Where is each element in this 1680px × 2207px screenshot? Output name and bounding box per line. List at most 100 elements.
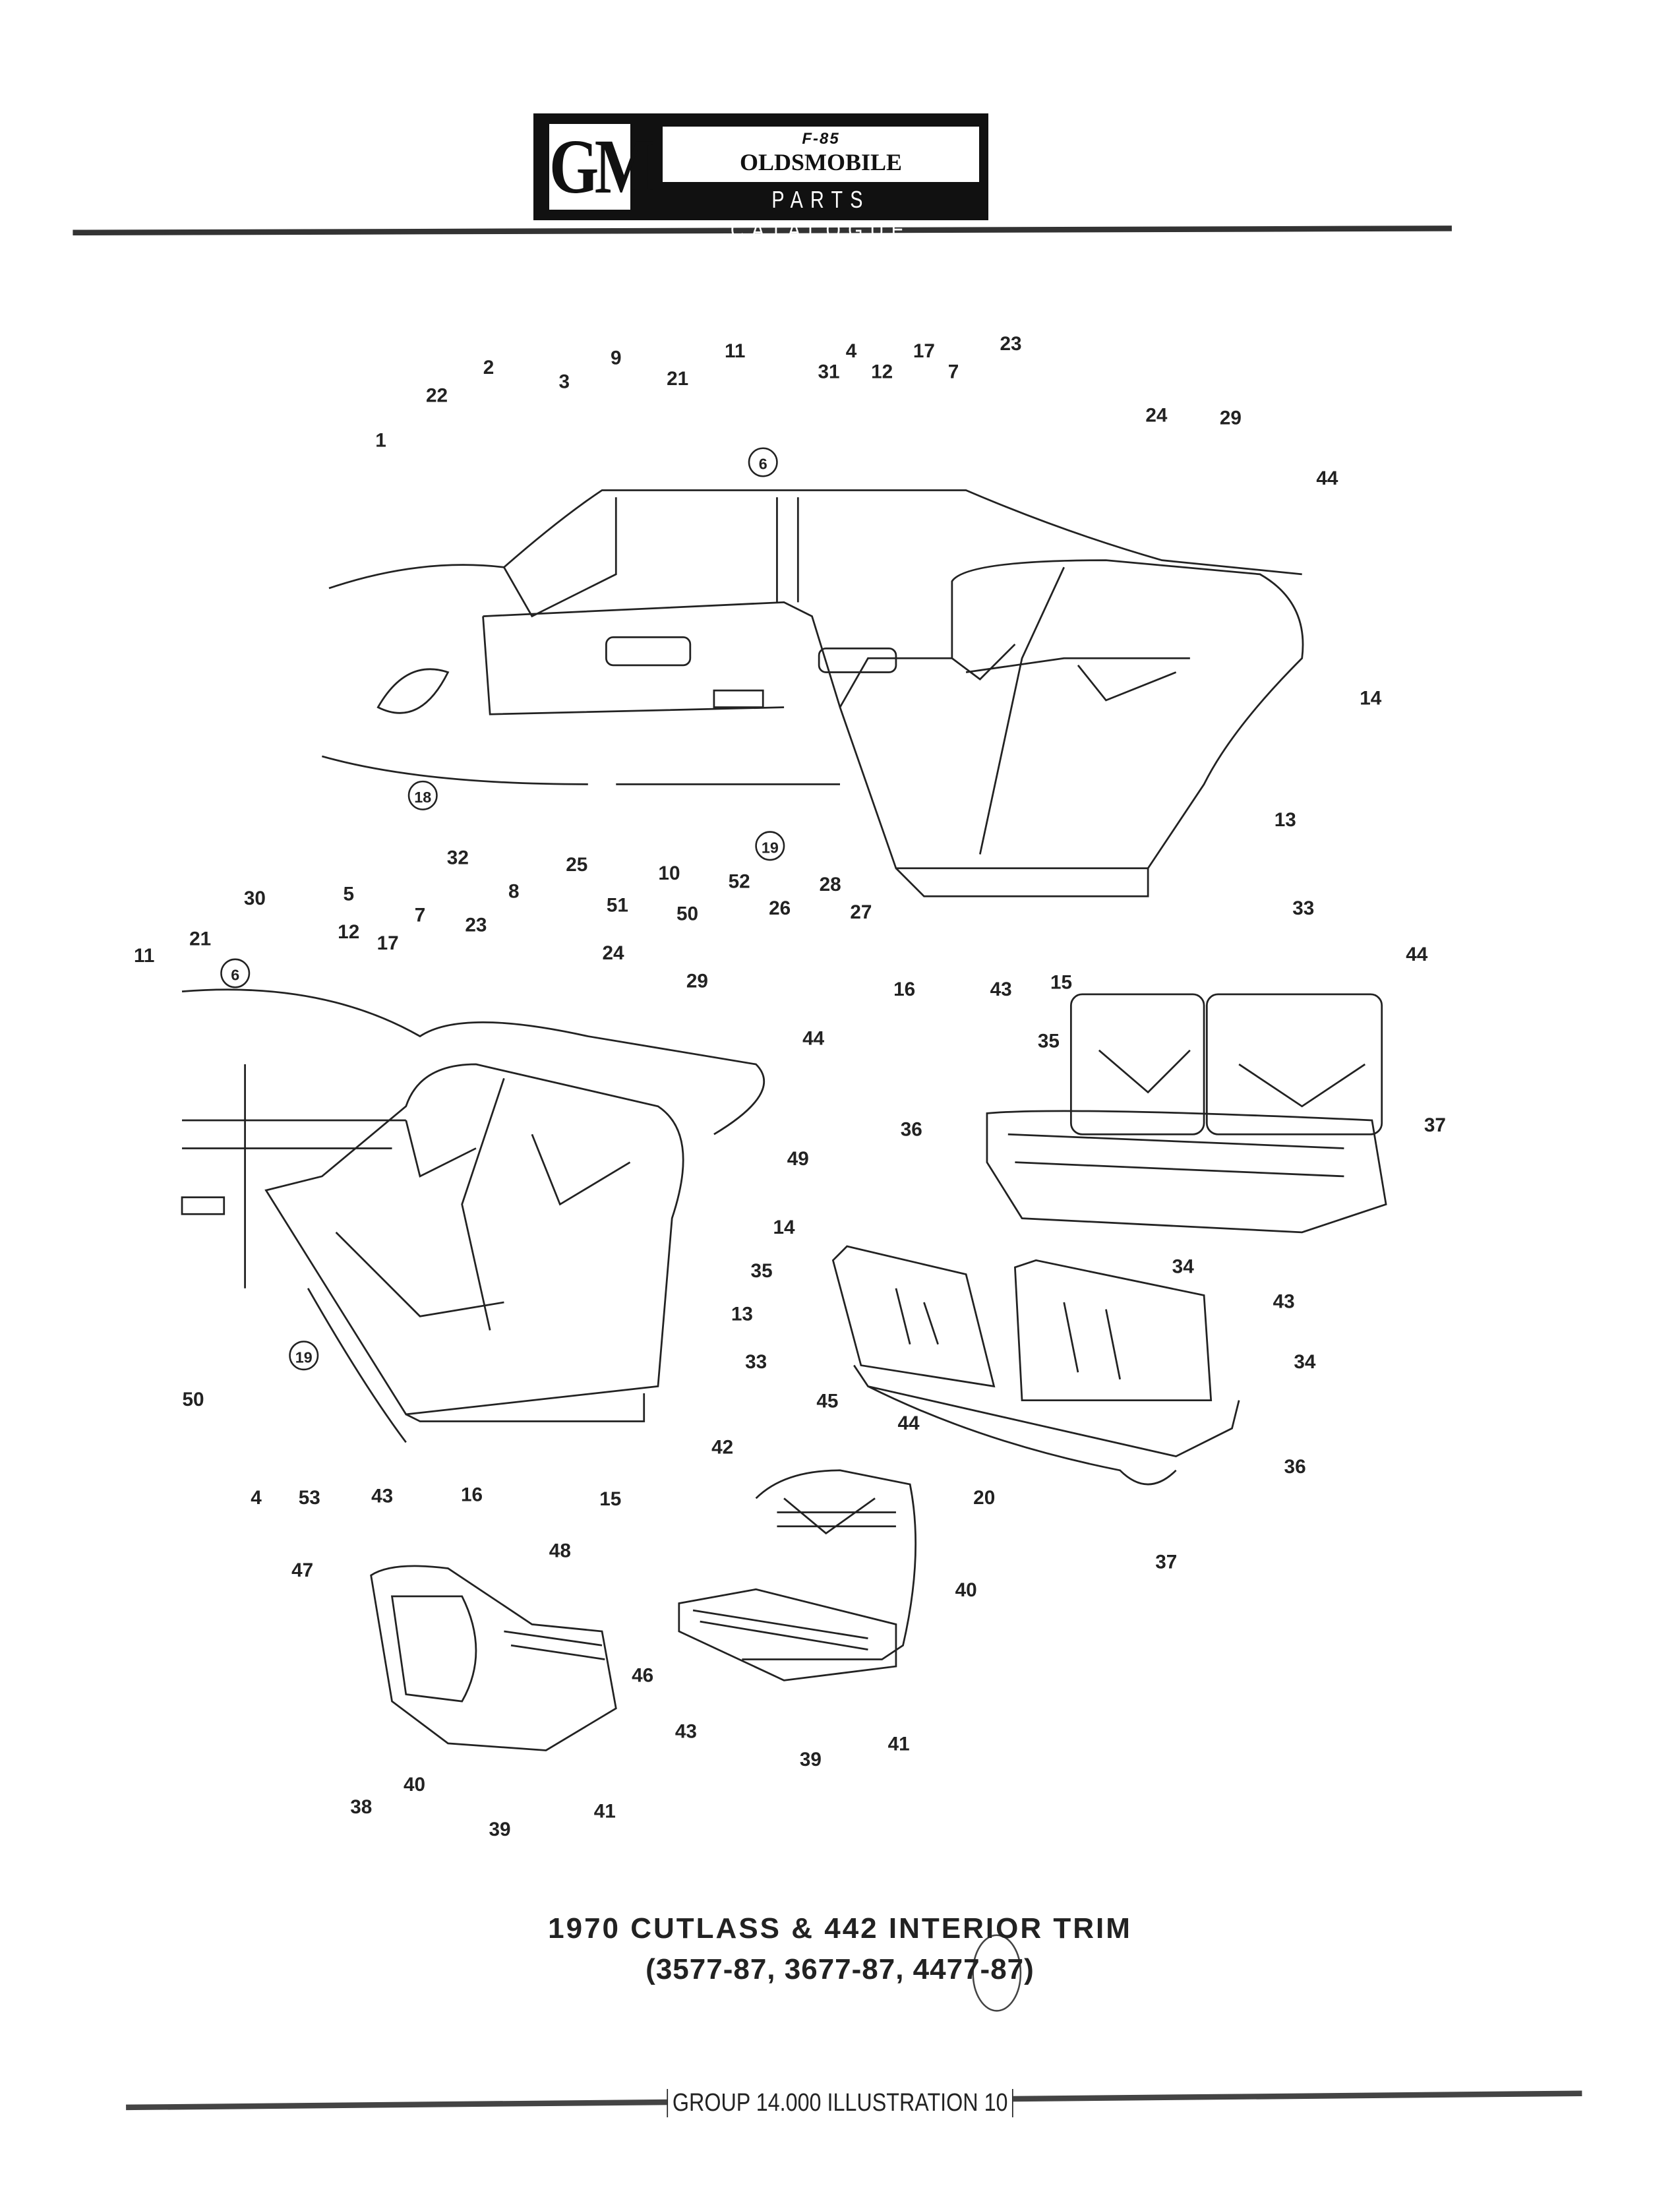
circled-reference-number: 19 [762, 839, 779, 856]
callout-number: 24 [602, 942, 624, 964]
callout-number: 8 [508, 880, 520, 902]
callout-number: 52 [729, 871, 750, 893]
callout-number: 11 [134, 945, 154, 967]
callout-number: 7 [948, 361, 959, 383]
callout-number: 20 [973, 1487, 995, 1509]
callout-number: 21 [189, 928, 211, 950]
callout-number: 17 [377, 932, 399, 954]
callout-number: 41 [594, 1800, 616, 1822]
callout-number: 37 [1424, 1114, 1446, 1136]
callout-number: 40 [404, 1774, 425, 1796]
callout-number: 47 [291, 1559, 313, 1581]
catalogue-subtitle: PARTS CATALOGUE [730, 186, 912, 243]
model-logo-text: F-85 [802, 130, 840, 148]
callout-number: 53 [299, 1487, 320, 1509]
callout-number: 39 [800, 1749, 822, 1770]
circled-reference-ring [220, 958, 251, 988]
callout-number: 9 [611, 347, 622, 369]
callout-number: 35 [751, 1260, 773, 1282]
callout-number: 16 [461, 1484, 483, 1506]
bucket-seat-left-view [370, 1565, 617, 1751]
circled-reference-ring [407, 780, 438, 810]
gm-logo-text: GM [549, 123, 655, 210]
callout-number: 39 [489, 1819, 510, 1840]
callout-number: 45 [816, 1390, 838, 1412]
bench-seat-front-view [986, 993, 1387, 1234]
callout-number: 49 [787, 1148, 809, 1170]
callout-number: 43 [675, 1720, 697, 1742]
callout-number: 15 [1050, 971, 1072, 993]
circled-reference-ring [748, 447, 778, 477]
callout-number: 12 [871, 361, 893, 383]
callout-number: 44 [1406, 944, 1428, 965]
callout-number: 23 [1000, 333, 1022, 355]
split-bench-rear-view [831, 1245, 1240, 1486]
callout-number: 34 [1294, 1351, 1316, 1373]
gm-oldsmobile-logo: GM F-85 OLDSMOBILE PARTS CATALOGUE [533, 113, 988, 243]
callout-number: 38 [350, 1796, 372, 1818]
circled-reference-number: 6 [231, 967, 239, 984]
callout-number: 44 [802, 1027, 825, 1049]
callout-number: 22 [426, 385, 448, 407]
callout-number: 26 [769, 897, 791, 919]
circled-reference-ring [755, 831, 785, 861]
callout-number: 41 [888, 1733, 910, 1755]
callout-number: 15 [599, 1488, 621, 1510]
callout-number: 25 [566, 854, 587, 876]
callout-number: 7 [415, 904, 426, 926]
top-interior-view [321, 489, 1304, 897]
callout-number: 44 [898, 1412, 920, 1434]
callout-number: 40 [955, 1579, 977, 1601]
middle-interior-view [181, 988, 765, 1443]
callout-number: 34 [1172, 1255, 1195, 1277]
callout-number: 4 [846, 340, 857, 362]
callout-number: 44 [1316, 468, 1338, 489]
callout-number: 4 [251, 1487, 262, 1509]
callout-number: 1 [375, 430, 386, 452]
group-illustration-label: GROUP 14.000 ILLUSTRATION 10 [667, 2089, 1013, 2117]
callout-number: 33 [745, 1351, 767, 1373]
header-rule [73, 226, 1452, 236]
callout-number: 37 [1155, 1551, 1177, 1573]
callout-number: 23 [465, 914, 487, 936]
callout-number: 43 [990, 979, 1012, 1000]
callout-number: 42 [711, 1436, 733, 1458]
callout-number: 48 [549, 1540, 571, 1561]
handwritten-circle-mark [972, 1934, 1022, 2012]
footer: GROUP 14.000 ILLUSTRATION 10 [0, 2089, 1680, 2117]
callout-number: 43 [1273, 1291, 1295, 1313]
brand-panel: F-85 OLDSMOBILE [663, 127, 979, 182]
callout-number: 28 [820, 874, 841, 895]
make-logo-text: OLDSMOBILE [739, 149, 903, 175]
callout-number: 14 [773, 1217, 796, 1238]
callout-number: 16 [893, 979, 915, 1000]
callout-number: 31 [818, 361, 839, 383]
callout-number: 3 [558, 371, 570, 392]
callout-number: 21 [667, 368, 688, 390]
callout-number: 2 [483, 357, 495, 378]
callout-number: 27 [850, 901, 872, 923]
callout-number: 12 [338, 921, 359, 943]
callout-number: 14 [1360, 687, 1382, 709]
circled-reference-number: 19 [295, 1348, 313, 1366]
callout-number: 43 [371, 1486, 393, 1507]
callout-number: 36 [901, 1118, 922, 1140]
callout-number: 35 [1038, 1031, 1060, 1052]
callout-number: 11 [725, 340, 745, 362]
circled-reference-ring [289, 1341, 319, 1371]
callout-number: 36 [1284, 1456, 1306, 1478]
circled-reference-number: 6 [759, 456, 767, 473]
illustration-title: 1970 CUTLASS & 442 INTERIOR TRIM [548, 1912, 1132, 1945]
callout-number: 51 [607, 895, 628, 917]
circled-reference-number: 18 [414, 789, 431, 806]
callout-number: 50 [182, 1389, 204, 1410]
callout-number: 29 [686, 970, 708, 992]
bucket-seat-right-view [678, 1469, 917, 1681]
callout-number: 5 [343, 884, 354, 905]
callout-number: 13 [1275, 809, 1296, 831]
callout-number: 17 [913, 340, 935, 362]
callout-number: 32 [447, 847, 469, 868]
